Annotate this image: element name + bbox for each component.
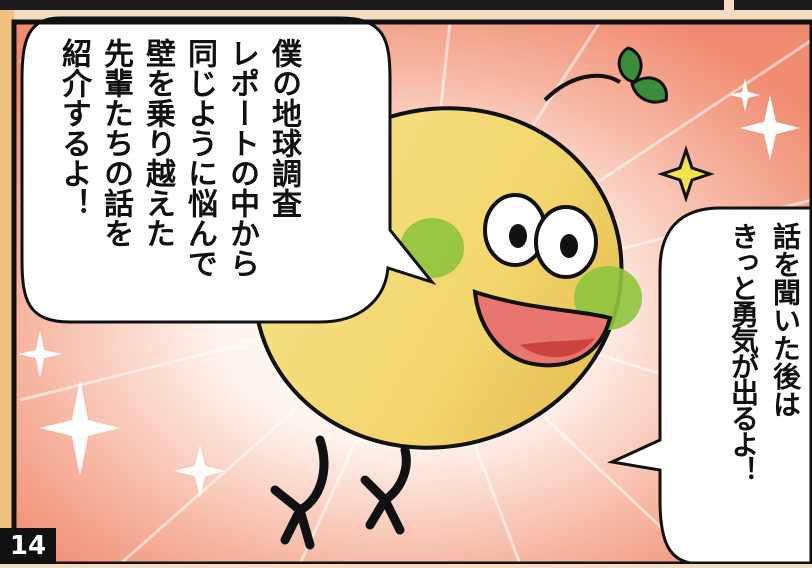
panel-number-badge: 14: [0, 528, 56, 564]
star-icon: [657, 145, 715, 203]
speech-left-line-6: 紹介するよ！: [56, 38, 91, 218]
upper-panel-edge-right: [734, 0, 812, 10]
page-edge-strip: [0, 10, 14, 564]
character-legs: [270, 435, 411, 550]
sprout-icon: [543, 46, 668, 104]
speech-left-line-3: 同じように悩んで: [182, 38, 217, 278]
upper-panel-edge: [0, 0, 724, 10]
tongue: [520, 338, 595, 358]
left-pupil: [509, 224, 527, 248]
speech-left-line-2: レポートの中から: [224, 38, 259, 278]
speech-right-line-1: 話を聞いた後は: [769, 222, 802, 418]
speech-right-line-2: きっと勇気が出るよ！: [727, 222, 760, 482]
speech-left-line-1: 僕の地球調査: [266, 38, 301, 218]
speech-left-line-5: 先輩たちの話を: [98, 38, 133, 248]
speech-left-line-4: 壁を乗り越えた: [140, 38, 175, 248]
left-speech-bubble: [20, 16, 437, 324]
right-pupil: [560, 234, 578, 258]
